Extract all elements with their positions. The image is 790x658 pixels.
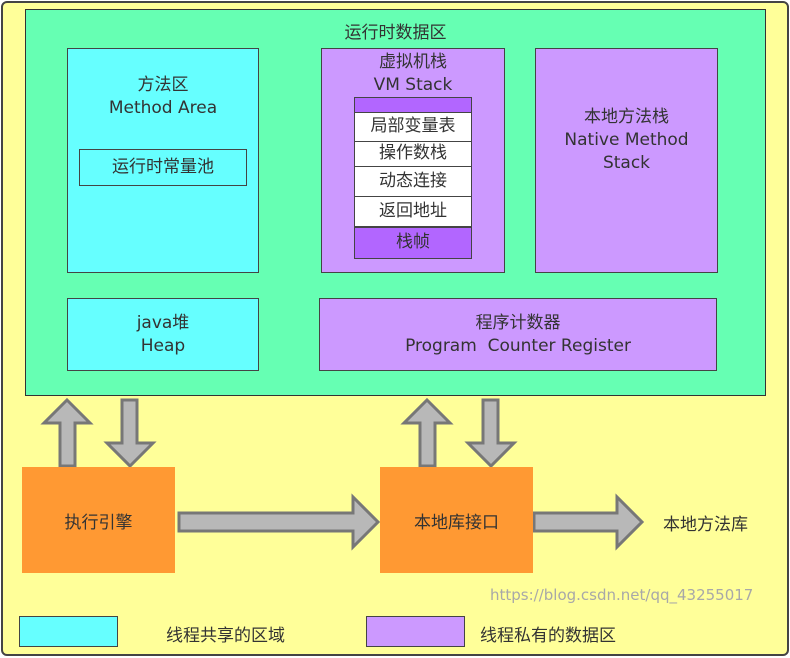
method-area-title-en: Method Area bbox=[108, 98, 218, 118]
vm-stack-title-cn: 虚拟机栈 bbox=[379, 52, 447, 72]
native-method-stack: 本地方法栈 Native Method Stack bbox=[535, 48, 718, 273]
legend-shared-label: 线程共享的区域 bbox=[166, 626, 285, 646]
native-library: 本地方法库 bbox=[663, 515, 748, 535]
java-heap: java堆 Heap bbox=[67, 298, 259, 371]
watermark: https://blog.csdn.net/qq_43255017 bbox=[490, 586, 754, 604]
native-stack-title-en-1: Native Method bbox=[564, 130, 689, 150]
native-stack-title-en-2: Stack bbox=[602, 153, 651, 173]
legend-shared-swatch bbox=[19, 616, 118, 647]
frame-item-operand-stack: 操作数栈 bbox=[354, 141, 472, 167]
heap-title-en: Heap bbox=[140, 335, 186, 356]
down-arrow-icon bbox=[103, 398, 157, 469]
stack-frame-label: 栈帧 bbox=[354, 227, 472, 259]
right-arrow-icon bbox=[177, 493, 381, 551]
up-arrow-icon bbox=[400, 397, 454, 468]
runtime-constant-pool: 运行时常量池 bbox=[79, 149, 247, 186]
heap-title-cn: java堆 bbox=[136, 312, 190, 333]
frame-item-local-vars: 局部变量表 bbox=[354, 112, 472, 142]
down-arrow-icon bbox=[464, 398, 518, 469]
native-interface: 本地库接口 bbox=[380, 467, 533, 573]
frame-item-return-address: 返回地址 bbox=[354, 196, 472, 227]
legend-private-swatch bbox=[366, 616, 465, 647]
runtime-area-title: 运行时数据区 bbox=[344, 23, 447, 43]
right-arrow-icon bbox=[532, 493, 645, 551]
constant-pool-label: 运行时常量池 bbox=[112, 157, 214, 177]
legend-private-label: 线程私有的数据区 bbox=[480, 626, 616, 646]
vm-stack-title-en: VM Stack bbox=[373, 75, 453, 95]
method-area-title-cn: 方法区 bbox=[137, 75, 189, 95]
program-counter-register: 程序计数器 Program Counter Register bbox=[319, 298, 717, 371]
pc-title-cn: 程序计数器 bbox=[475, 312, 561, 333]
pc-title-en: Program Counter Register bbox=[405, 335, 631, 356]
up-arrow-icon bbox=[40, 397, 94, 468]
execution-engine: 执行引擎 bbox=[22, 467, 175, 573]
native-stack-title-cn: 本地方法栈 bbox=[584, 107, 669, 127]
